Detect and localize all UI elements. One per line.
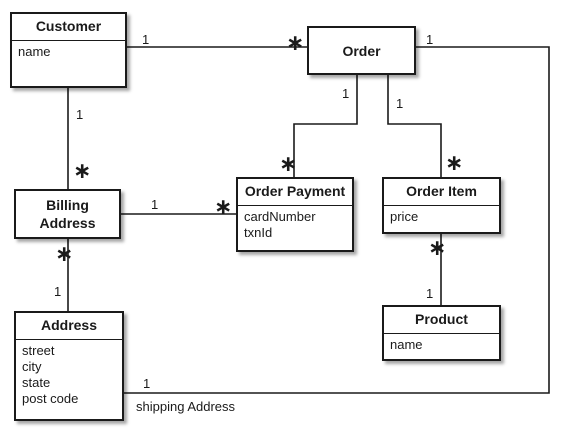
multiplicity-customer-billing-billing-end: ∗ xyxy=(73,158,92,183)
attribute: street xyxy=(22,343,55,358)
class-customer: Customer name xyxy=(10,12,127,88)
multiplicity-customer-order-customer-end: 1 xyxy=(142,32,150,47)
line-order-shipping-address xyxy=(124,46,550,394)
class-order-payment-title: Order Payment xyxy=(238,179,352,206)
attribute: city xyxy=(22,359,42,374)
multiplicity-order-item-order-end: 1 xyxy=(396,96,404,111)
class-customer-attributes: name xyxy=(12,41,125,63)
class-address-title: Address xyxy=(16,313,122,340)
class-billing-address-title: Billing Address xyxy=(39,196,95,232)
multiplicity-order-payment-order-end: 1 xyxy=(342,86,350,101)
class-product-title: Product xyxy=(384,307,499,334)
multiplicity-order-item-item-end: ∗ xyxy=(445,150,464,175)
attribute: price xyxy=(390,209,419,224)
multiplicity-customer-order-order-end: ∗ xyxy=(286,30,305,55)
multiplicity-billing-address-address-end: 1 xyxy=(54,284,62,299)
class-order-title: Order xyxy=(342,42,381,59)
class-order-item: Order Item price xyxy=(382,177,501,234)
class-order-item-title: Order Item xyxy=(384,179,499,206)
line-order-item xyxy=(387,75,442,177)
attribute: name xyxy=(18,44,51,59)
class-order-item-attributes: price xyxy=(384,206,499,228)
multiplicity-order-payment-payment-end: ∗ xyxy=(279,151,298,176)
class-order-payment: Order Payment cardNumber txnId xyxy=(236,177,354,252)
attribute: txnId xyxy=(244,225,273,240)
class-customer-title: Customer xyxy=(12,14,125,41)
class-product: Product name xyxy=(382,305,501,361)
class-order: Order xyxy=(307,26,416,75)
multiplicity-billing-payment-billing-end: 1 xyxy=(151,197,159,212)
class-product-attributes: name xyxy=(384,334,499,356)
multiplicity-order-address-address-end: 1 xyxy=(143,376,151,391)
class-order-payment-attributes: cardNumber txnId xyxy=(238,206,352,244)
multiplicity-item-product-product-end: 1 xyxy=(426,286,434,301)
attribute: state xyxy=(22,375,51,390)
line-order-payment xyxy=(293,75,358,177)
title-line: Billing xyxy=(46,197,89,213)
multiplicity-order-address-order-end: 1 xyxy=(426,32,434,47)
role-label-shipping-address: shipping Address xyxy=(136,399,236,414)
multiplicity-customer-billing-customer-end: 1 xyxy=(76,107,84,122)
multiplicity-item-product-item-end: ∗ xyxy=(428,235,447,260)
class-address: Address street city state post code xyxy=(14,311,124,421)
attribute: cardNumber xyxy=(244,209,316,224)
class-address-attributes: street city state post code xyxy=(16,340,122,410)
class-billing-address: Billing Address xyxy=(14,189,121,239)
title-line: Address xyxy=(39,215,96,231)
attribute: post code xyxy=(22,391,79,406)
attribute: name xyxy=(390,337,423,352)
multiplicity-billing-payment-payment-end: ∗ xyxy=(214,194,233,219)
multiplicity-billing-address-billing-end: ∗ xyxy=(55,241,74,266)
